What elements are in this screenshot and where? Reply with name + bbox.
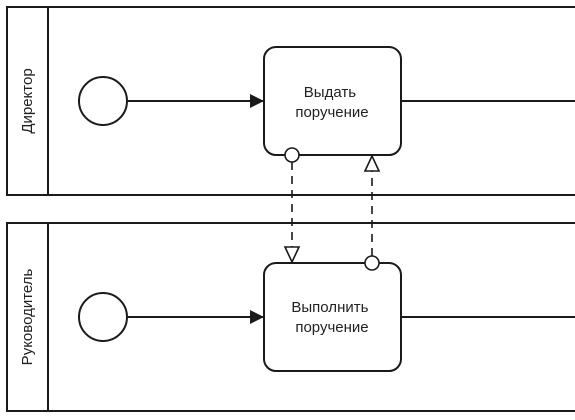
start-event-manager[interactable] [78,292,128,342]
lane-label-director: Директор [19,68,36,133]
task-give-order-line2: поручение [295,104,368,121]
task-execute-order-text: Выполнить поручение [291,299,372,336]
message-flow-report[interactable] [363,154,381,271]
task-execute-order-line1: Выполнить [291,299,368,316]
task-execute-order[interactable] [263,262,402,372]
message-flow-report-arrowhead [363,154,381,172]
task-give-order-line1: Выдать [304,84,356,101]
message-flow-order-arrowhead [283,246,301,264]
task-give-order[interactable] [263,46,402,156]
lane-label-manager: Руководитель [19,268,36,365]
start-event-director[interactable] [78,76,128,126]
pool-manager-border [6,222,575,412]
pool-manager: Руководитель Выполнить поручение [6,222,575,412]
message-flow-report-source-marker [364,255,380,271]
pool-director: Директор Выдать поручение [6,6,575,196]
message-flow-order[interactable] [283,147,301,264]
task-execute-order-line2: поручение [295,319,368,336]
task-give-order-text: Выдать поручение [295,84,368,121]
message-flow-order-source-marker [284,147,300,163]
pool-director-border [6,6,575,196]
